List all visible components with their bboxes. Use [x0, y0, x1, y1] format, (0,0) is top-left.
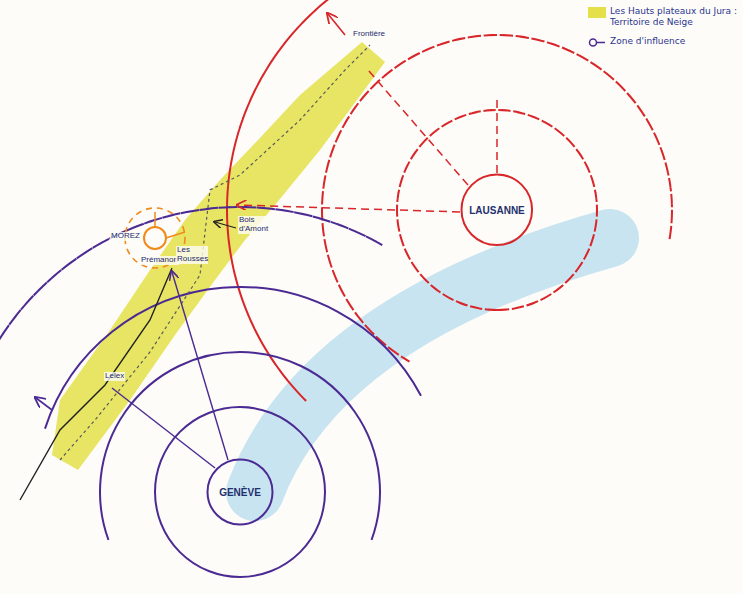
place-name: MOREZ	[110, 232, 141, 241]
place-name: Bois d'Amont	[238, 216, 274, 234]
plateau-band	[52, 42, 385, 470]
influence-arrow	[172, 272, 228, 460]
place-name: Prémanon	[140, 256, 179, 265]
influence-ring	[100, 352, 380, 540]
influence-ring	[0, 207, 383, 385]
legend-text: Zone d'influence	[610, 36, 685, 47]
lake	[255, 238, 610, 492]
town-circle: LAUSANNE	[460, 173, 534, 247]
influence-arrow	[154, 212, 156, 227]
circle-outline	[208, 460, 273, 525]
influence-arrow	[328, 14, 345, 35]
influence-ring	[45, 287, 421, 429]
place-name: Frontière	[352, 30, 386, 39]
influence-arrow	[166, 232, 185, 238]
influence-ring	[155, 407, 325, 577]
road-line	[20, 268, 172, 500]
legend-text: Les Hauts plateaux du Jura : Territoire …	[610, 6, 738, 28]
influence-ring	[227, 0, 338, 401]
legend-swatch	[588, 7, 606, 18]
town-name: GENÈVE	[219, 487, 261, 498]
circle-outline	[462, 175, 533, 246]
town-name: LAUSANNE	[469, 205, 525, 216]
influence-arrow	[238, 205, 460, 212]
town-circle	[144, 227, 166, 249]
influence-arrow	[112, 388, 215, 468]
place-name: Lelex	[104, 372, 125, 381]
influence-arrow	[215, 222, 236, 228]
legend-item: Les Hauts plateaux du Jura : Territoire …	[588, 6, 738, 28]
place-name: Les Rousses	[176, 246, 208, 264]
influence-arrow	[368, 70, 468, 185]
legend-item: Zone d'influence	[588, 36, 738, 48]
influence-arrow	[496, 100, 498, 176]
influence-ring	[322, 35, 672, 362]
influence-arrow	[36, 398, 52, 410]
frontier-line	[60, 45, 370, 460]
town-circle: GENÈVE	[206, 458, 274, 526]
legend-symbol	[588, 37, 606, 48]
legend: Les Hauts plateaux du Jura : Territoire …	[588, 6, 738, 56]
